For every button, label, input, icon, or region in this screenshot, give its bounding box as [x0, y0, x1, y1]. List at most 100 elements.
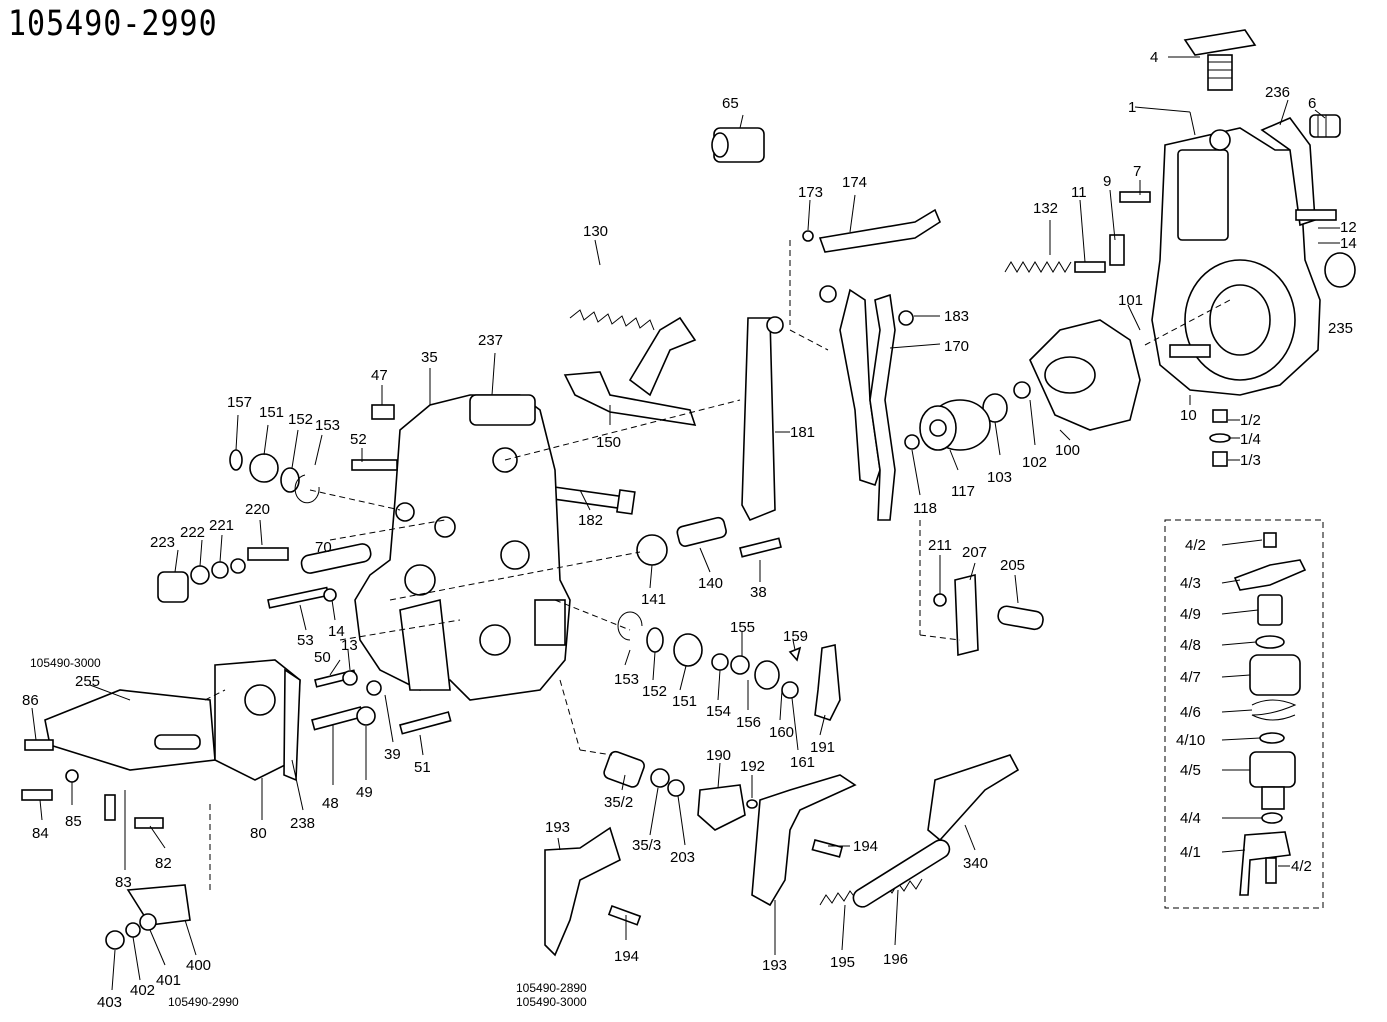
label-52: 52: [350, 431, 367, 448]
governor-housing: [1151, 127, 1321, 396]
bolt-86: [24, 739, 54, 751]
label-161: 161: [790, 754, 815, 771]
washer-155: [730, 655, 750, 675]
label-181: 181: [790, 424, 815, 441]
label-132: 132: [1033, 200, 1058, 217]
label-173: 173: [798, 184, 823, 201]
label-14: 14: [328, 623, 345, 640]
label-151a: 151: [259, 404, 284, 421]
washer-222: [190, 565, 210, 585]
cap-235: [1324, 252, 1356, 288]
spring-132: [1004, 261, 1072, 273]
label-4-2a: 4/2: [1185, 537, 1206, 554]
label-182: 182: [578, 512, 603, 529]
label-83: 83: [115, 874, 132, 891]
label-1-4: 1/4: [1240, 431, 1261, 448]
oring-152b: [646, 627, 664, 653]
label-221: 221: [209, 517, 234, 534]
label-195: 195: [830, 954, 855, 971]
washer-173: [802, 230, 814, 242]
label-84: 84: [32, 825, 49, 842]
label-194b: 194: [614, 948, 639, 965]
wire-lead: [104, 794, 116, 821]
key-192: [746, 799, 758, 809]
lever-191: [814, 644, 841, 721]
label-70: 70: [315, 539, 332, 556]
label-174: 174: [842, 174, 867, 191]
label-48: 48: [322, 795, 339, 812]
label-401: 401: [156, 972, 181, 989]
nut-65: [711, 127, 765, 163]
label-variant-bottom-left: 105490-2990: [168, 995, 239, 1009]
washer-203: [667, 779, 685, 797]
bush-156: [754, 660, 780, 690]
label-103: 103: [987, 469, 1012, 486]
label-82: 82: [155, 855, 172, 872]
inset-box: [1164, 519, 1324, 909]
bolt-82: [134, 817, 164, 829]
nut-403: [105, 930, 125, 950]
label-155: 155: [730, 619, 755, 636]
label-205: 205: [1000, 557, 1025, 574]
label-39: 39: [384, 746, 401, 763]
spring-130: [569, 309, 655, 331]
label-4-6: 4/6: [1180, 704, 1201, 721]
washer-14: [323, 588, 337, 602]
label-86: 86: [22, 692, 39, 709]
plate-207: [954, 573, 979, 657]
label-14-right: 14: [1340, 235, 1357, 252]
label-4-8: 4/8: [1180, 637, 1201, 654]
leader-lines: [31, 56, 1340, 991]
label-170: 170: [944, 338, 969, 355]
bolt-stack-1: [1209, 409, 1231, 467]
nut-223: [157, 571, 189, 603]
lever-174: [818, 208, 941, 253]
bolt-51: [399, 711, 452, 735]
pin-70: [300, 543, 372, 574]
plug-151a: [249, 453, 279, 483]
adjuster-140: [676, 516, 727, 547]
label-238: 238: [290, 815, 315, 832]
screw-47: [371, 404, 395, 420]
cover-80: [214, 659, 301, 782]
label-1-2: 1/2: [1240, 412, 1261, 429]
washer-221b: [230, 558, 246, 574]
label-13: 13: [341, 637, 358, 654]
label-4: 4: [1150, 49, 1158, 66]
washer-118: [904, 434, 920, 450]
label-65: 65: [722, 95, 739, 112]
label-variant-left-top: 105490-3000: [30, 656, 101, 670]
clip-153b: [617, 611, 643, 641]
label-150: 150: [596, 434, 621, 451]
label-6: 6: [1308, 95, 1316, 112]
label-100: 100: [1055, 442, 1080, 459]
assembly-guides: [204, 240, 1231, 890]
bolt-194a: [607, 904, 642, 926]
nut-49: [356, 706, 376, 726]
label-50: 50: [314, 649, 331, 666]
label-236: 236: [1265, 84, 1290, 101]
cap-nut: [819, 285, 837, 303]
bolt-52: [351, 459, 398, 471]
label-51: 51: [414, 759, 431, 776]
label-193a: 193: [545, 819, 570, 836]
label-220: 220: [245, 501, 270, 518]
label-403: 403: [97, 994, 122, 1011]
label-153b: 153: [614, 671, 639, 688]
label-4-9: 4/9: [1180, 606, 1201, 623]
label-49: 49: [356, 784, 373, 801]
label-10: 10: [1180, 407, 1197, 424]
label-152b: 152: [642, 683, 667, 700]
nut-13: [342, 670, 358, 686]
nut-183: [898, 310, 914, 326]
label-152a: 152: [288, 411, 313, 428]
solenoid: [154, 734, 201, 750]
label-140: 140: [698, 575, 723, 592]
label-153a: 153: [315, 417, 340, 434]
lever-193b: [751, 774, 857, 907]
label-237: 237: [478, 332, 503, 349]
label-203: 203: [670, 849, 695, 866]
label-141: 141: [641, 591, 666, 608]
label-157: 157: [227, 394, 252, 411]
bolt-48: [311, 706, 364, 731]
